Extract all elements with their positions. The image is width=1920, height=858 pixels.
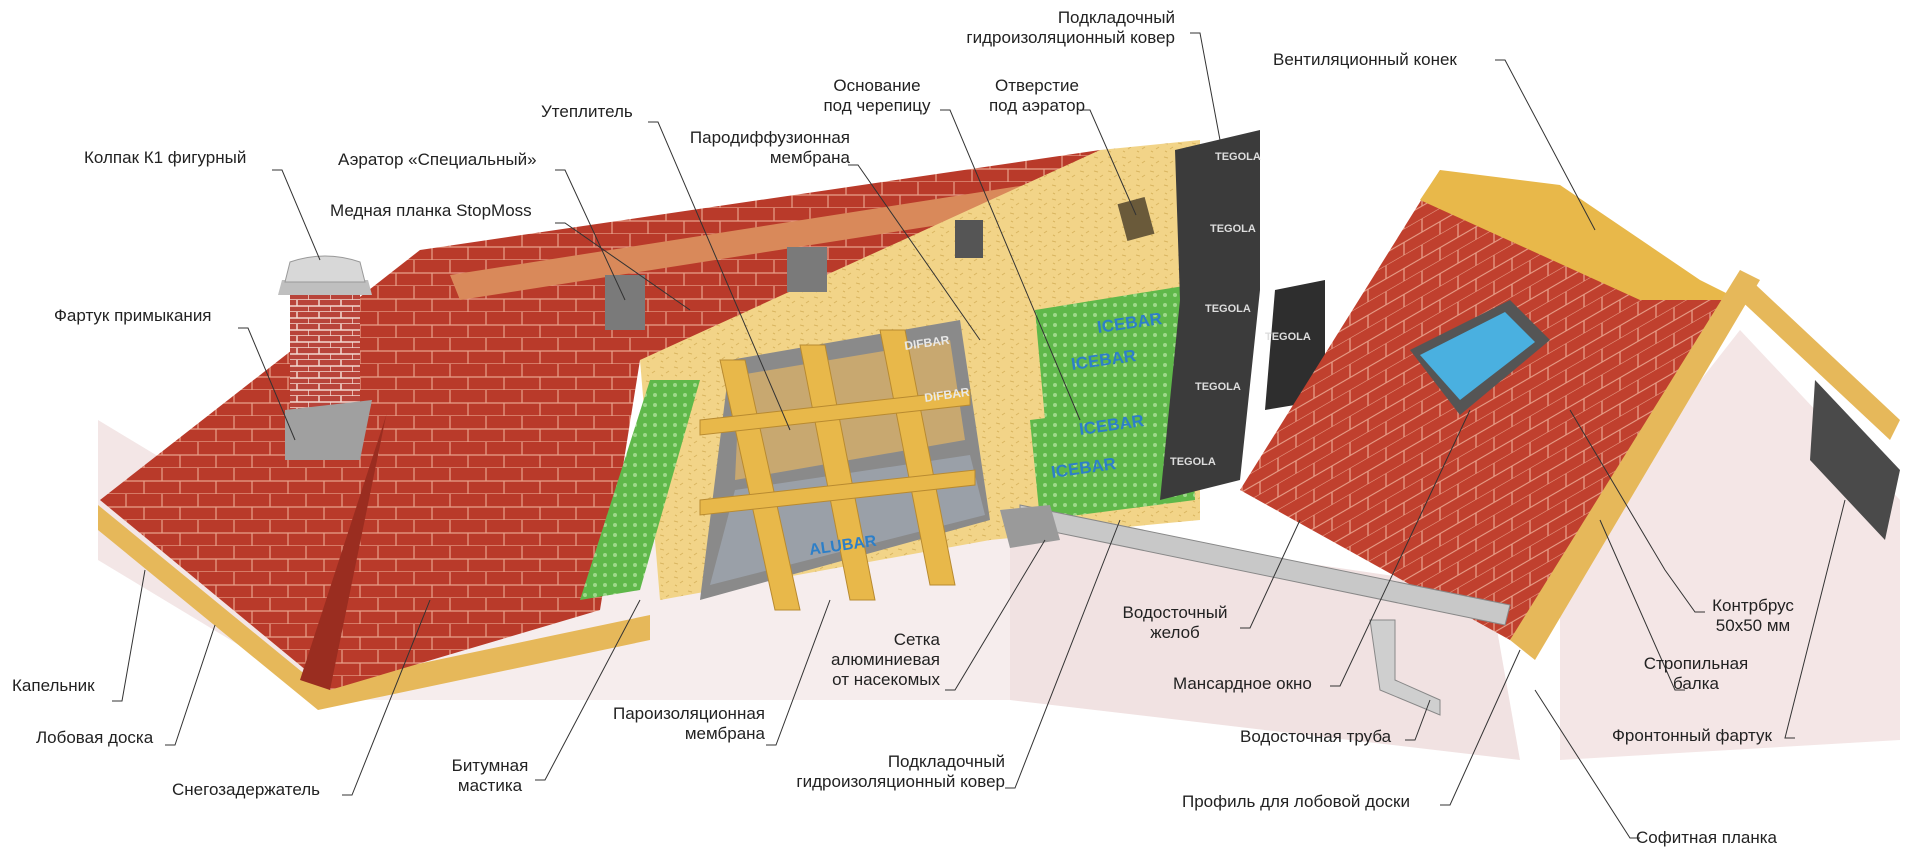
ridge-vent — [1420, 170, 1740, 300]
label-vodost-truba: Водосточная труба — [1240, 727, 1392, 746]
tegola-text-2: TEGOLA — [1210, 223, 1256, 235]
leader-kapelnik — [112, 569, 146, 702]
leader-mansard — [1330, 409, 1471, 687]
label-fartuk: Фартук примыкания — [54, 306, 212, 325]
label-vent-konek: Вентиляционный конек — [1273, 50, 1457, 69]
leader-podkl-top — [1190, 32, 1221, 141]
label-frontonny: Фронтонный фартук — [1612, 726, 1772, 745]
leader-zhelob — [1240, 519, 1301, 629]
tegola-text-4: TEGOLA — [1265, 331, 1311, 343]
leader-paroizol — [766, 599, 831, 746]
leader-uteplitel — [648, 121, 791, 431]
leader-lobovaya — [165, 624, 216, 746]
leader-profil — [1440, 649, 1521, 806]
fascia-front — [318, 615, 650, 710]
leader-snegozader — [342, 599, 431, 796]
rafters — [699, 329, 976, 611]
roof-hip-left — [100, 250, 470, 690]
label-aerator: Аэратор «Специальный» — [338, 150, 537, 169]
leader-parodiff — [848, 164, 981, 341]
aerator-1 — [605, 275, 645, 330]
leader-stopmoss — [555, 222, 691, 311]
leader-vent-konek — [1495, 59, 1596, 231]
vapor-membrane-green-left — [580, 380, 700, 600]
label-sofit: Софитная планка — [1636, 828, 1778, 847]
tegola-underlay — [1160, 130, 1260, 500]
leader-setka — [945, 539, 1046, 691]
leader-aerator — [555, 169, 626, 301]
leader-osnovanie — [940, 109, 1081, 421]
leader-lines — [112, 32, 1846, 839]
leader-vodost-truba — [1405, 699, 1431, 741]
label-snegozader: Снегозадержатель — [172, 780, 321, 799]
leader-bitumnaya — [535, 599, 641, 781]
vent-grille — [955, 220, 983, 258]
house-wall-right — [1010, 520, 1520, 760]
leader-frontonny — [1784, 499, 1846, 739]
leader-sofit — [1534, 689, 1640, 839]
chimney — [278, 255, 372, 460]
tegola-text-3: TEGOLA — [1205, 303, 1251, 315]
aerator-hole — [1117, 197, 1155, 241]
difbar-text-2: DIFBAR — [923, 385, 970, 405]
label-lobovaya: Лобовая доска — [36, 728, 154, 747]
tegola-text-1: TEGOLA — [1215, 151, 1261, 163]
tegola-text-5: TEGOLA — [1195, 381, 1241, 393]
tegola-text-6: TEGOLA — [1170, 456, 1216, 468]
label-profil: Профиль для лобовой доски — [1182, 792, 1410, 811]
gable-trim — [1510, 270, 1760, 660]
leader-kontrbrus — [1569, 409, 1705, 613]
label-kapelnik: Капельник — [12, 676, 95, 695]
label-mansard: Мансардное окно — [1173, 674, 1312, 693]
leader-fartuk — [238, 327, 296, 441]
icebar-membrane-1 — [1035, 285, 1190, 420]
label-kolpak: Колпак К1 фигурный — [84, 148, 247, 167]
aerator-2 — [787, 247, 827, 292]
tegola-text-group: TEGOLA TEGOLA TEGOLA TEGOLA TEGOLA TEGOL… — [1170, 151, 1311, 468]
leader-kolpak — [272, 169, 321, 261]
difbar-text-1: DIFBAR — [903, 333, 950, 353]
icebar-membrane-2 — [1030, 400, 1195, 520]
chimney-apron — [285, 400, 372, 460]
downpipe — [1369, 619, 1441, 716]
gable-apron — [1810, 380, 1900, 540]
fascia-left — [98, 505, 318, 710]
roof-window — [1410, 300, 1550, 415]
stopmoss-strip — [450, 175, 1098, 300]
label-uteplitel: Утеплитель — [541, 102, 633, 121]
leader-stropil — [1599, 519, 1685, 691]
label-stopmoss: Медная планка StopMoss — [330, 201, 532, 220]
leader-podkl-bot — [1005, 519, 1121, 789]
leader-otverstie — [1080, 109, 1137, 216]
